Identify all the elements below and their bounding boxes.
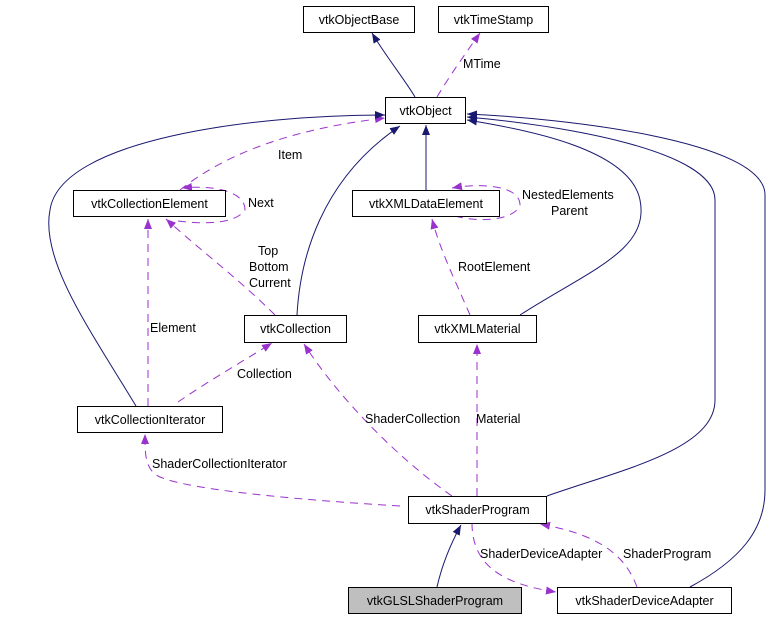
label-collection: Collection <box>237 367 292 381</box>
node-vtkshaderdeviceadapter[interactable]: vtkShaderDeviceAdapter <box>557 587 732 614</box>
label-root-element: RootElement <box>458 260 531 274</box>
label-shader-collection: ShaderCollection <box>365 412 461 426</box>
node-vtkglslshaderprogram: vtkGLSLShaderProgram <box>348 587 522 614</box>
edge-collection-object <box>296 125 401 316</box>
edge-collectionelement-object <box>179 115 386 191</box>
edge-collection-collectionelement <box>165 218 276 316</box>
node-vtkcollectioniterator[interactable]: vtkCollectionIterator <box>77 406 223 433</box>
label-parent: Parent <box>551 204 588 218</box>
label-shader-collection-iterator: ShaderCollectionIterator <box>152 457 287 471</box>
node-vtkshaderprogram[interactable]: vtkShaderProgram <box>408 496 547 524</box>
label-next: Next <box>248 196 274 210</box>
edge-deviceadapter-shaderprogram <box>539 521 638 588</box>
label-nested-elements: NestedElements <box>522 188 614 202</box>
edge-iterator-collection <box>177 342 273 403</box>
node-vtktimestamp[interactable]: vtkTimeStamp <box>438 6 549 33</box>
label-shader-device-adapter: ShaderDeviceAdapter <box>480 547 603 561</box>
edge-shaderprogram-collection <box>303 343 453 497</box>
node-vtkcollectionelement[interactable]: vtkCollectionElement <box>73 190 226 217</box>
edge-object-objectbase <box>371 32 416 98</box>
label-material: Material <box>476 412 521 426</box>
edge-nested-selfloop <box>451 182 521 221</box>
node-vtkxmlmaterial[interactable]: vtkXMLMaterial <box>418 315 537 343</box>
edge-xmlmaterial-object <box>466 117 642 316</box>
node-vtkxmldataelement[interactable]: vtkXMLDataElement <box>352 190 500 217</box>
label-shader-program: ShaderProgram <box>623 547 712 561</box>
node-vtkobjectbase[interactable]: vtkObjectBase <box>303 6 415 33</box>
label-bottom: Bottom <box>249 260 289 274</box>
edge-shaderprogram-iterator <box>141 433 401 507</box>
edge-iterator-object <box>48 111 386 407</box>
label-element: Element <box>150 321 196 335</box>
edge-shaderprogram-object <box>466 113 716 497</box>
edge-glsl-shaderprogram <box>436 524 462 588</box>
edge-object-timestamp <box>436 32 481 98</box>
node-vtkobject[interactable]: vtkObject <box>385 97 466 124</box>
label-top: Top <box>258 244 279 258</box>
label-mtime: MTime <box>463 57 501 71</box>
label-current: Current <box>249 276 291 290</box>
edge-shaderprogram-deviceadapter <box>471 522 557 595</box>
node-vtkcollection[interactable]: vtkCollection <box>244 315 347 343</box>
label-item: Item <box>278 148 303 162</box>
edge-deviceadapter-object <box>466 110 766 588</box>
edge-next-selfloop <box>177 182 246 224</box>
